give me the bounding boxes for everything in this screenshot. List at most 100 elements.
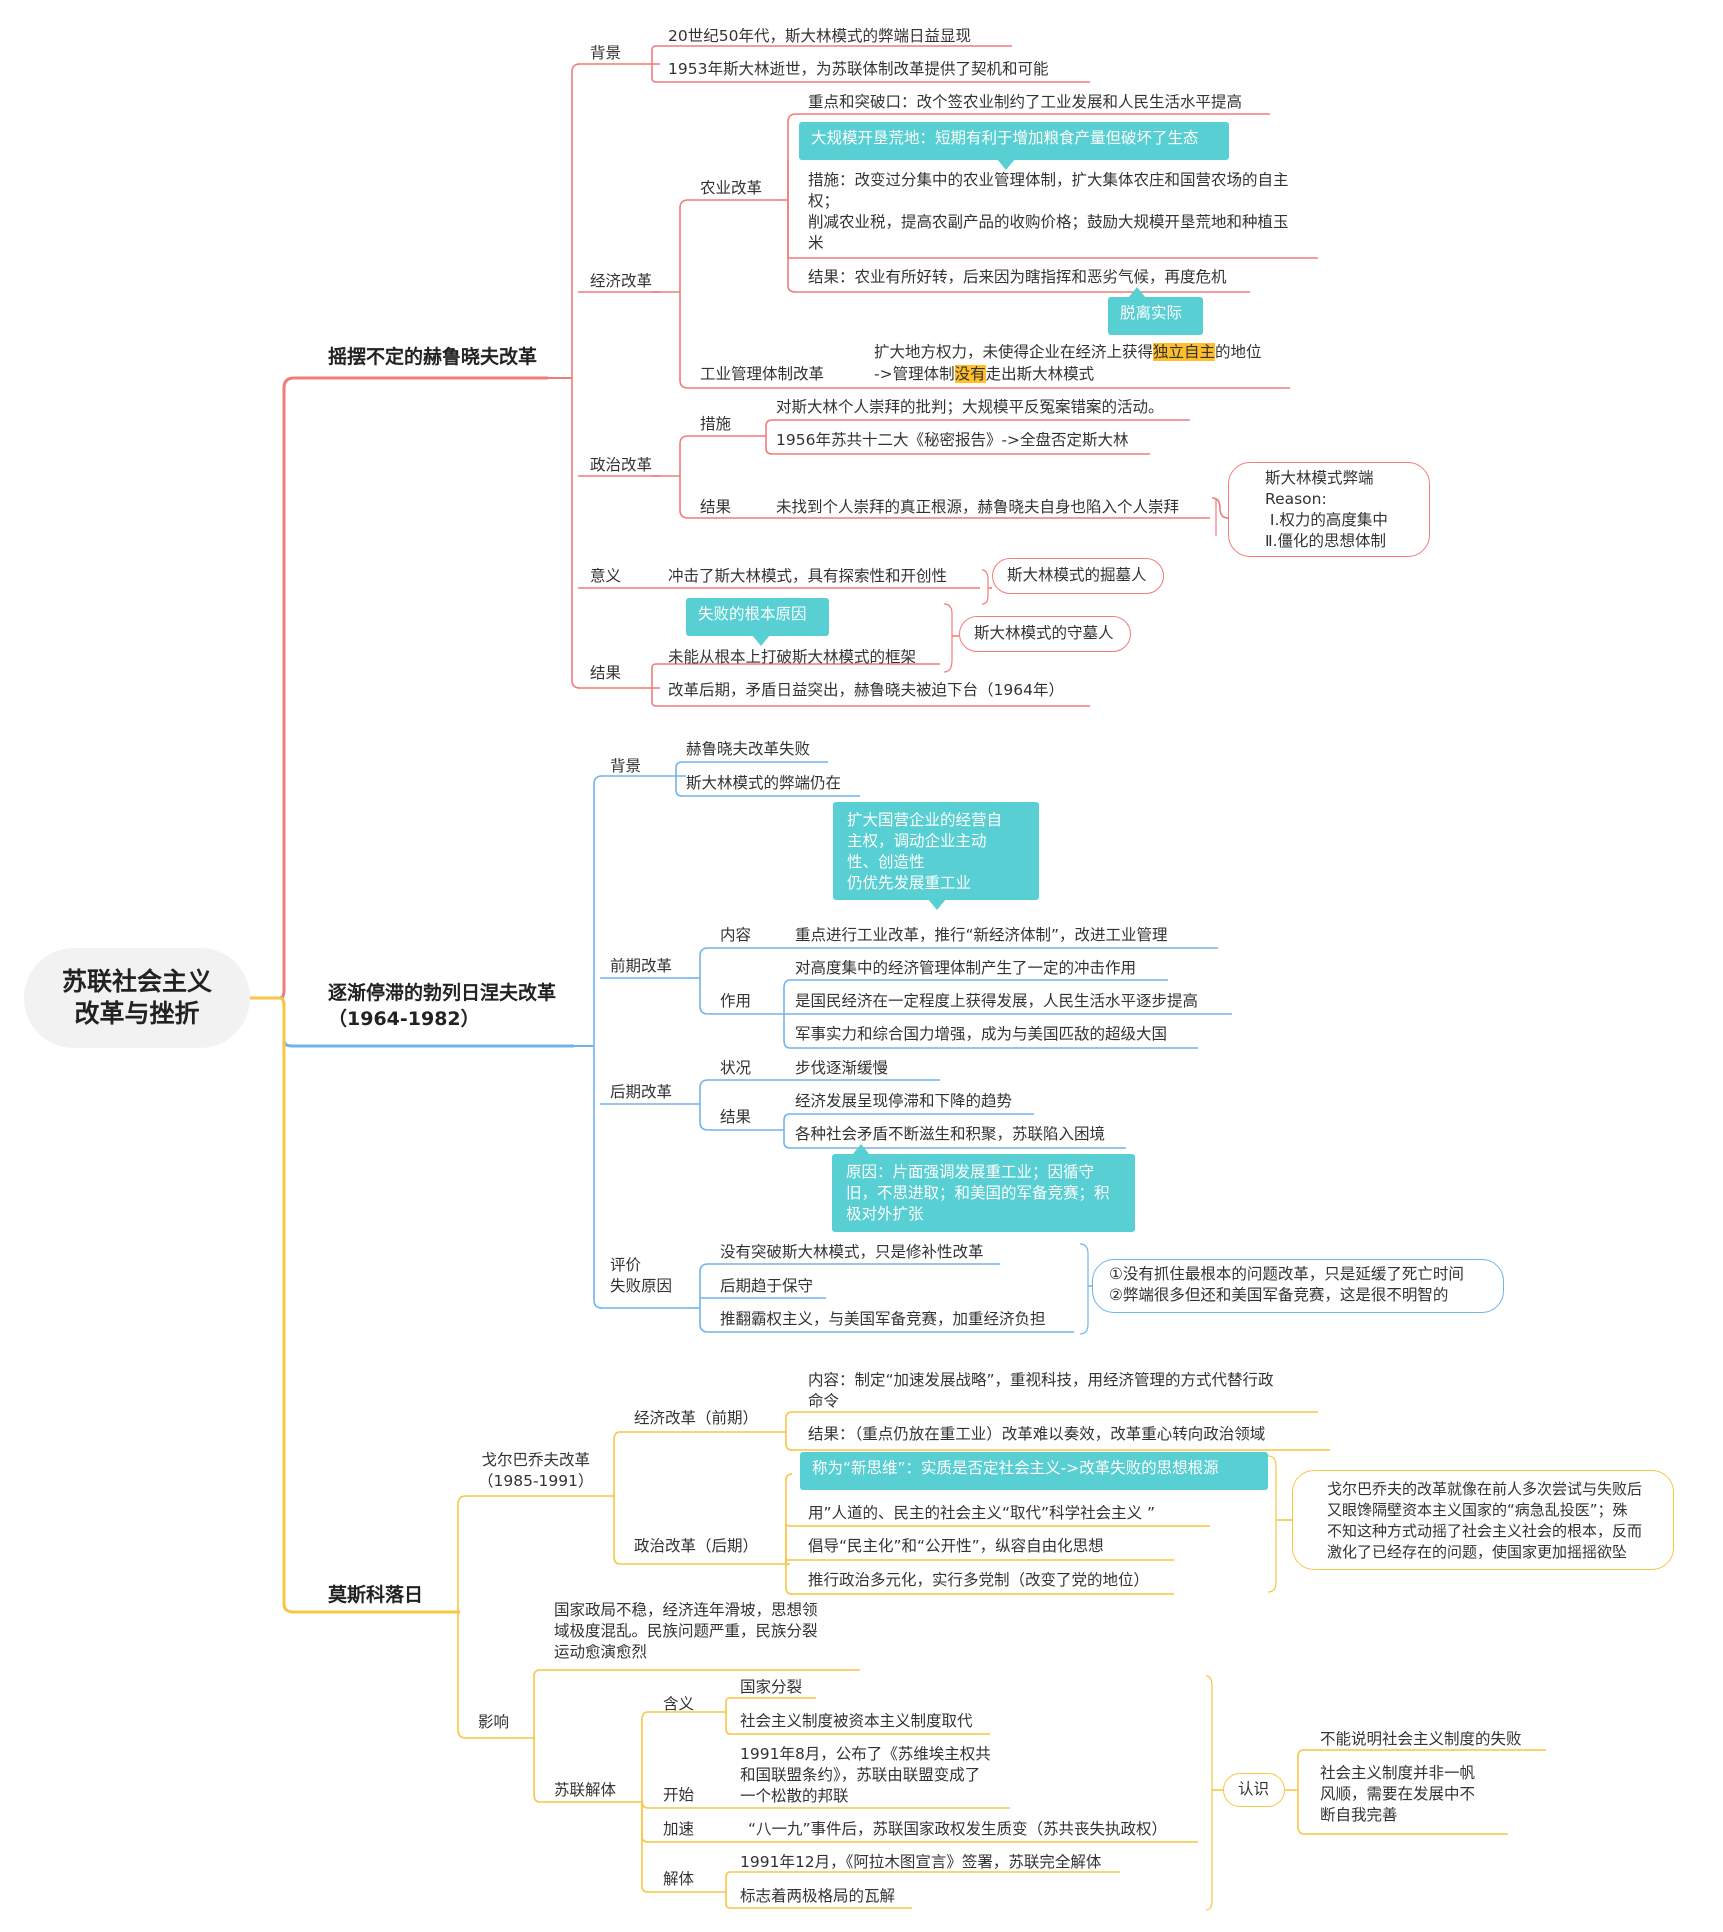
connector	[943, 603, 953, 673]
s2-bg-item-1[interactable]: 赫鲁晓夫改革失败	[686, 740, 811, 758]
s3-meaning-2[interactable]: 社会主义制度被资本主义制度取代	[740, 1712, 973, 1730]
s1-agri-measures-2[interactable]: 权；	[808, 192, 840, 210]
s2-late-label[interactable]: 后期改革	[610, 1083, 673, 1101]
s2-title-line-2[interactable]: （1964-1982）	[328, 1008, 480, 1030]
s1-pol-measure-1[interactable]: 对斯大林个人崇拜的批判；大规模平反冤案错案的活动。	[776, 398, 1164, 416]
s2-eval-item-3[interactable]: 推翻霸权主义，与美国军备竞赛，加重经济负担	[720, 1310, 1046, 1328]
s1-meaning-label[interactable]: 意义	[590, 567, 622, 585]
s3-gorb-pol-item-1[interactable]: 用”人道的、民主的社会主义“取代”科学社会主义 ”	[808, 1504, 1156, 1522]
connector	[651, 663, 940, 688]
s1-result-item-1[interactable]: 未能从根本上打破斯大林模式的框架	[668, 648, 917, 666]
s3-meaning-label[interactable]: 含义	[663, 1695, 695, 1713]
s1-agri-focus[interactable]: 重点和突破口：改个签农业制约了工业发展和人民生活水平提高	[808, 93, 1243, 111]
s2-bg-item-2[interactable]: 斯大林模式的弊端仍在	[686, 774, 842, 792]
connector	[783, 1014, 1198, 1049]
s3-meaning-1[interactable]: 国家分裂	[740, 1678, 803, 1696]
s2-status-label[interactable]: 状况	[720, 1059, 752, 1077]
s1-agri-measures-1[interactable]: 措施：改变过分集中的农业管理体制，扩大集体农庄和国营农场的自主	[808, 171, 1289, 189]
s3-gorb-label[interactable]: 戈尔巴乔夫改革 （1985-1991）	[478, 1451, 594, 1490]
s3-gorb-bubble[interactable]: 戈尔巴乔夫的改革就像在前人多次尝试与失败后 又眼馋隔壁资本主义国家的“病急乱投医…	[1292, 1470, 1674, 1570]
s1-agri-result[interactable]: 结果：农业有所好转，后来因为瞎指挥和恶劣气候，再度危机	[808, 268, 1227, 286]
s3-gorb-pol-item-2[interactable]: 倡导“民主化”和“公开性”，纵容自由化思想	[808, 1537, 1104, 1555]
s3-insight-label[interactable]: 认识	[1223, 1773, 1285, 1807]
s1-econ-label[interactable]: 经济改革	[590, 272, 653, 290]
s1-bg-item-2[interactable]: 1953年斯大林逝世，为苏联体制改革提供了契机和可能	[668, 60, 1049, 78]
s3-gorb-econ-content[interactable]: 内容：制定“加速发展战略”，重视科技，用经济管理的方式代替行政 命令	[808, 1371, 1274, 1410]
connector	[571, 63, 581, 73]
connector	[787, 200, 1250, 293]
s1-agri-measures-3[interactable]: 削减农业税，提高农副产品的收购价格；鼓励大规模开垦荒地和种植玉	[808, 213, 1289, 231]
s1-agri-callout[interactable]: 大规模开垦荒地：短期有利于增加粮食产量但破坏了生态	[799, 122, 1229, 170]
connector	[675, 776, 860, 797]
s3-insight-2[interactable]: 社会主义制度并非一帆 风顺，需要在发展中不 断自我完善	[1320, 1764, 1476, 1824]
s1-result-callout[interactable]: 失败的根本原因	[686, 598, 829, 646]
s3-gorb-pol-item-3[interactable]: 推行政治多元化，实行多党制（改变了党的地位）	[808, 1571, 1150, 1589]
s1-industry-line-1[interactable]: 扩大地方权力，未使得企业在经济上获得独立自主的地位	[874, 343, 1262, 361]
connector	[640, 1711, 716, 1803]
s3-start-label[interactable]: 开始	[663, 1786, 695, 1804]
s3-speed[interactable]: “八一九”事件后，苏联国家政权发生质变（苏共丧失执政权）	[748, 1820, 1168, 1838]
s3-start[interactable]: 1991年8月，公布了《苏维埃主权共 和国联盟条约》，苏联由联盟变成了 一个松散…	[740, 1745, 991, 1805]
s3-dissolve-1[interactable]: 1991年12月，《阿拉木图宣言》签署，苏联完全解体	[740, 1853, 1102, 1871]
s1-pol-result-label[interactable]: 结果	[700, 498, 732, 516]
s1-title[interactable]: 摇摆不定的赫鲁晓夫改革	[328, 346, 538, 368]
s1-industry-line-2[interactable]: ->管理体制没有走出斯大林模式	[874, 365, 1095, 383]
s2-effect-3[interactable]: 军事实力和综合国力增强，成为与美国匹敌的超级大国	[795, 1025, 1168, 1043]
connector	[725, 1712, 990, 1735]
s1-meaning-bubble[interactable]: 斯大林模式的掘墓人	[992, 558, 1164, 594]
s2-late-callout[interactable]: 原因：片面强调发展重工业；因循守 旧，不思进取；和美国的军备竞赛；积 极对外扩张	[832, 1144, 1135, 1232]
s3-dissolve-label[interactable]: 解体	[663, 1870, 695, 1888]
s1-result-bubble[interactable]: 斯大林模式的守墓人	[959, 616, 1131, 652]
s2-early-label[interactable]: 前期改革	[610, 957, 673, 975]
s1-bg-item-1[interactable]: 20世纪50年代，斯大林模式的弊端日益显现	[668, 27, 971, 45]
s3-impact-label[interactable]: 影响	[478, 1713, 510, 1731]
s3-gorb-pol-callout[interactable]: 称为“新思维”：实质是否定社会主义->改革失败的思想根源	[800, 1452, 1268, 1490]
s2-eval-label-1[interactable]: 评价	[610, 1256, 642, 1274]
s2-early-callout[interactable]: 扩大国营企业的经营自 主权，调动企业主动 性、创造性 仍优先发展重工业	[833, 802, 1039, 910]
s2-result-label[interactable]: 结果	[720, 1108, 752, 1126]
s3-collapse-desc[interactable]: 国家政局不稳，经济连年滑坡，思想领 域极度混乱。民族问题严重，民族分裂 运动愈演…	[554, 1601, 818, 1661]
s1-bg-label[interactable]: 背景	[590, 44, 622, 62]
s2-effect-2[interactable]: 是国民经济在一定程度上获得发展，人民生活水平逐步提高	[795, 992, 1199, 1010]
s3-gorb-econ-label[interactable]: 经济改革（前期）	[634, 1409, 759, 1427]
s1-agri-label[interactable]: 农业改革	[700, 179, 763, 197]
s2-effect-label[interactable]: 作用	[720, 992, 752, 1010]
s1-result-label[interactable]: 结果	[590, 664, 622, 682]
s3-dissolve-2[interactable]: 标志着两极格局的瓦解	[740, 1887, 896, 1905]
s1-pol-measures-label[interactable]: 措施	[700, 415, 732, 433]
s1-result-item-2[interactable]: 改革后期，矛盾日益突出，赫鲁晓夫被迫下台（1964年）	[668, 681, 1064, 699]
s1-agri-measures-4[interactable]: 米	[808, 234, 824, 252]
s2-content-label[interactable]: 内容	[720, 926, 752, 944]
s2-content[interactable]: 重点进行工业改革，推行“新经济体制”，改进工业管理	[795, 926, 1168, 944]
s2-eval-item-1[interactable]: 没有突破斯大林模式，只是修补性改革	[720, 1243, 984, 1261]
s1-meaning-text[interactable]: 冲击了斯大林模式，具有探索性和开创性	[668, 567, 948, 585]
root-topic[interactable]: 苏联社会主义 改革与挫折	[24, 948, 250, 1048]
connector	[699, 1079, 940, 1104]
s3-collapse-label[interactable]: 苏联解体	[554, 1781, 617, 1799]
s1-agri-callout-2[interactable]: 脱离实际	[1108, 287, 1203, 335]
s2-eval-item-2[interactable]: 后期趋于保守	[720, 1277, 814, 1295]
s1-industry-label[interactable]: 工业管理体制改革	[700, 365, 825, 383]
s1-pol-label[interactable]: 政治改革	[590, 456, 653, 474]
s2-eval-bubble[interactable]: ①没有抓住最根本的问题改革，只是延缓了死亡时间 ②弊端很多但还和美国军备竞赛，这…	[1092, 1259, 1504, 1313]
connector	[785, 1564, 1174, 1595]
s1-pol-bubble[interactable]: 斯大林模式弊端 Reason: Ⅰ.权力的高度集中 Ⅱ.僵化的思想体制	[1228, 462, 1430, 557]
connector	[457, 1495, 615, 1612]
s3-gorb-pol-label[interactable]: 政治改革（后期）	[634, 1537, 759, 1555]
s1-pol-result[interactable]: 未找到个人崇拜的真正根源，赫鲁晓夫自身也陷入个人崇拜	[776, 498, 1180, 516]
s2-title-line-1[interactable]: 逐渐停滞的勃列日涅夫改革	[328, 982, 557, 1004]
connector	[679, 292, 848, 389]
s2-eval-label-2[interactable]: 失败原因	[610, 1277, 673, 1295]
s2-effect-1[interactable]: 对高度集中的经济管理体制产生了一定的冲击作用	[795, 959, 1137, 977]
s1-pol-measure-2[interactable]: 1956年苏共十二大《秘密报告》->全盘否定斯大林	[776, 431, 1129, 449]
s2-result-2[interactable]: 各种社会矛盾不断滋生和积聚，苏联陷入困境	[795, 1125, 1106, 1143]
connector	[679, 435, 760, 476]
s2-result-1[interactable]: 经济发展呈现停滞和下降的趋势	[795, 1092, 1013, 1110]
connector	[785, 1523, 1210, 1564]
s2-status[interactable]: 步伐逐渐缓慢	[795, 1059, 889, 1077]
s3-insight-1[interactable]: 不能说明社会主义制度的失败	[1320, 1730, 1522, 1748]
s3-gorb-econ-result[interactable]: 结果：（重点仍放在重工业）改革难以奏效，改革重心转向政治领域	[808, 1425, 1266, 1443]
s3-speed-label[interactable]: 加速	[663, 1820, 695, 1838]
s2-bg-label[interactable]: 背景	[610, 757, 642, 775]
s3-title[interactable]: 莫斯科落日	[328, 1584, 424, 1606]
